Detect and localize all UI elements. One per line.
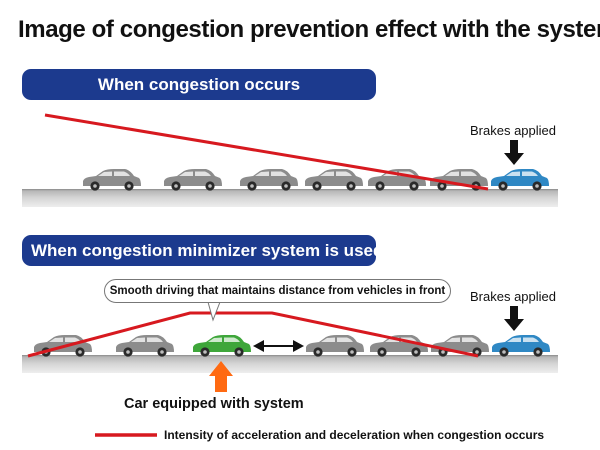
car-icon — [164, 169, 222, 191]
car-icon — [83, 169, 141, 191]
up-arrow-icon — [209, 361, 233, 392]
scenario-1-brakes-label: Brakes applied — [470, 123, 556, 138]
braking-car-icon — [491, 169, 549, 191]
car-icon — [306, 335, 364, 357]
double-arrow-icon — [253, 340, 304, 352]
bubble-tail — [207, 301, 221, 322]
car-icon — [240, 169, 298, 191]
scenario-1-intensity-line — [44, 113, 489, 191]
scenario-2-banner: When congestion minimizer system is used — [22, 235, 383, 266]
page-title: Image of congestion prevention effect wi… — [18, 16, 600, 43]
scenario-2-intensity-line — [27, 311, 479, 358]
car-icon — [368, 169, 426, 191]
down-arrow-icon — [504, 306, 524, 331]
speech-bubble: Smooth driving that maintains distance f… — [104, 279, 451, 303]
braking-car-icon — [492, 335, 550, 357]
scenario-2-road — [22, 355, 558, 373]
down-arrow-icon — [504, 140, 524, 165]
car-icon — [116, 335, 174, 357]
scenario-2-brakes-label: Brakes applied — [470, 289, 556, 304]
legend-label: Intensity of acceleration and decelerati… — [164, 428, 545, 442]
system-car-icon — [193, 335, 251, 357]
scenario-1-banner: When congestion occurs — [22, 69, 376, 100]
equipped-car-label: Car equipped with system — [124, 396, 304, 412]
scenario-1-road — [22, 189, 558, 207]
car-icon — [305, 169, 363, 191]
